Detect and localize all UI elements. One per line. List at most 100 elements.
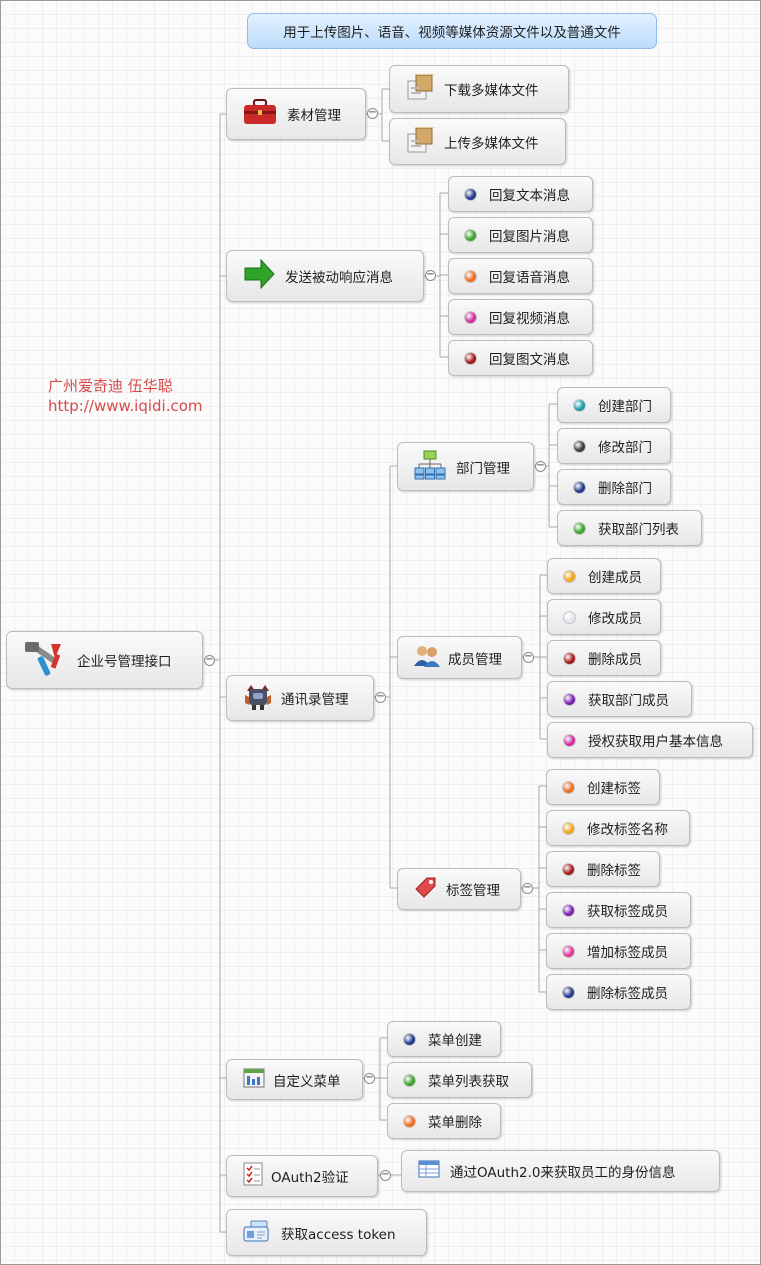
- branch-reply-label: 发送被动响应消息: [285, 270, 393, 286]
- bullet-icon: [564, 570, 575, 582]
- leaf-member-delete[interactable]: 删除成员: [547, 640, 661, 676]
- leaf-dept-delete[interactable]: 删除部门: [557, 469, 671, 505]
- bullet-icon: [574, 440, 585, 452]
- id-card-icon: [243, 1220, 271, 1246]
- leaf-tag-create[interactable]: 创建标签: [546, 769, 660, 805]
- leaf-upload-media[interactable]: 上传多媒体文件: [389, 118, 566, 165]
- leaf-upload-media-label: 上传多媒体文件: [444, 135, 539, 152]
- people-icon: [414, 644, 440, 672]
- material-collapse-toggle[interactable]: −: [367, 107, 378, 119]
- sub-department[interactable]: 部门管理: [397, 442, 534, 491]
- leaf-menu-get[interactable]: 菜单列表获取: [387, 1062, 532, 1098]
- leaf-download-media[interactable]: 下载多媒体文件: [389, 65, 569, 113]
- leaf-tag-add-members-label: 增加标签成员: [587, 945, 668, 961]
- branch-reply[interactable]: 发送被动响应消息: [226, 250, 424, 302]
- branch-menu-label: 自定义菜单: [273, 1073, 341, 1090]
- branch-token-label: 获取access token: [281, 1226, 396, 1243]
- leaf-reply-video[interactable]: 回复视频消息: [448, 299, 593, 335]
- root-collapse-toggle[interactable]: −: [204, 654, 215, 666]
- branch-contacts[interactable]: 通讯录管理: [226, 675, 374, 721]
- leaf-member-oauth-info-label: 授权获取用户基本信息: [588, 734, 723, 750]
- sub-member[interactable]: 成员管理: [397, 636, 522, 679]
- bullet-icon: [574, 481, 585, 493]
- bullet-icon: [465, 188, 476, 200]
- branch-menu[interactable]: 自定义菜单: [226, 1059, 363, 1100]
- branch-token[interactable]: 获取access token: [226, 1209, 427, 1256]
- leaf-tag-delete-label: 删除标签: [587, 863, 641, 879]
- leaf-dept-list-label: 获取部门列表: [598, 522, 679, 538]
- root-label: 企业号管理接口: [77, 654, 172, 670]
- leaf-reply-text[interactable]: 回复文本消息: [448, 176, 593, 212]
- leaf-tag-delete[interactable]: 删除标签: [546, 851, 660, 887]
- leaf-member-oauth-info[interactable]: 授权获取用户基本信息: [547, 722, 753, 758]
- leaf-menu-delete-label: 菜单删除: [428, 1115, 482, 1131]
- leaf-member-edit[interactable]: 修改成员: [547, 599, 661, 635]
- department-collapse-toggle[interactable]: −: [535, 460, 546, 472]
- leaf-tag-rename[interactable]: 修改标签名称: [546, 810, 690, 846]
- org-chart-icon: [414, 450, 446, 484]
- leaf-tag-rename-label: 修改标签名称: [587, 822, 668, 838]
- leaf-member-list[interactable]: 获取部门成员: [547, 681, 692, 717]
- bullet-icon: [465, 352, 476, 364]
- leaf-reply-voice-label: 回复语音消息: [489, 270, 570, 286]
- watermark-author: 广州爱奇迪 伍华聪: [48, 377, 173, 395]
- bullet-icon: [563, 863, 574, 875]
- menu-collapse-toggle[interactable]: −: [364, 1072, 375, 1084]
- leaf-reply-video-label: 回复视频消息: [489, 311, 570, 327]
- leaf-reply-news[interactable]: 回复图文消息: [448, 340, 593, 376]
- leaf-dept-edit-label: 修改部门: [598, 440, 652, 456]
- leaf-oauth-identity[interactable]: 通过OAuth2.0来获取员工的身份信息: [401, 1150, 720, 1192]
- sub-department-label: 部门管理: [456, 460, 510, 477]
- branch-contacts-label: 通讯录管理: [281, 692, 349, 708]
- leaf-tag-add-members[interactable]: 增加标签成员: [546, 933, 691, 969]
- package-icon: [406, 73, 436, 105]
- leaf-dept-edit[interactable]: 修改部门: [557, 428, 671, 464]
- tag-collapse-toggle[interactable]: −: [522, 882, 533, 894]
- leaf-dept-create[interactable]: 创建部门: [557, 387, 671, 423]
- watermark-url: http://www.iqidi.com: [48, 397, 203, 415]
- bullet-icon: [465, 270, 476, 282]
- oauth-collapse-toggle[interactable]: −: [380, 1169, 391, 1181]
- bullet-icon: [564, 734, 575, 746]
- leaf-member-edit-label: 修改成员: [588, 611, 642, 627]
- tools-icon: [25, 638, 67, 682]
- leaf-member-delete-label: 删除成员: [588, 652, 642, 668]
- branch-material[interactable]: 素材管理: [226, 88, 366, 140]
- note-bubble: 用于上传图片、语音、视频等媒体资源文件以及普通文件: [247, 13, 657, 49]
- leaf-tag-members-label: 获取标签成员: [587, 904, 668, 920]
- note-text: 用于上传图片、语音、视频等媒体资源文件以及普通文件: [283, 25, 621, 41]
- bullet-icon: [564, 693, 575, 705]
- leaf-menu-get-label: 菜单列表获取: [428, 1074, 509, 1090]
- leaf-tag-remove-members[interactable]: 删除标签成员: [546, 974, 691, 1010]
- leaf-dept-list[interactable]: 获取部门列表: [557, 510, 702, 546]
- leaf-reply-voice[interactable]: 回复语音消息: [448, 258, 593, 294]
- arrow-right-icon: [243, 258, 275, 294]
- branch-oauth-label: OAuth2验证: [271, 1170, 349, 1186]
- leaf-reply-image[interactable]: 回复图片消息: [448, 217, 593, 253]
- branch-oauth[interactable]: OAuth2验证: [226, 1155, 378, 1197]
- bullet-icon: [563, 822, 574, 834]
- leaf-tag-members[interactable]: 获取标签成员: [546, 892, 691, 928]
- leaf-menu-delete[interactable]: 菜单删除: [387, 1103, 501, 1139]
- leaf-reply-text-label: 回复文本消息: [489, 188, 570, 204]
- bullet-icon: [465, 311, 476, 323]
- leaf-dept-create-label: 创建部门: [598, 399, 652, 415]
- sub-tag[interactable]: 标签管理: [397, 868, 521, 910]
- reply-collapse-toggle[interactable]: −: [425, 269, 436, 281]
- branch-material-label: 素材管理: [287, 108, 341, 124]
- bullet-icon: [563, 986, 574, 998]
- tag-icon: [414, 875, 438, 903]
- bullet-icon: [563, 781, 574, 793]
- leaf-tag-remove-members-label: 删除标签成员: [587, 986, 668, 1002]
- member-collapse-toggle[interactable]: −: [523, 651, 534, 663]
- root-node[interactable]: 企业号管理接口: [6, 631, 203, 689]
- leaf-member-create[interactable]: 创建成员: [547, 558, 661, 594]
- leaf-menu-create-label: 菜单创建: [428, 1033, 482, 1049]
- bullet-icon: [404, 1033, 415, 1045]
- sub-member-label: 成员管理: [448, 651, 502, 668]
- bullet-icon: [574, 399, 585, 411]
- contacts-robot-icon: [243, 681, 273, 715]
- bullet-icon: [563, 945, 574, 957]
- contacts-collapse-toggle[interactable]: −: [375, 691, 386, 703]
- leaf-menu-create[interactable]: 菜单创建: [387, 1021, 501, 1057]
